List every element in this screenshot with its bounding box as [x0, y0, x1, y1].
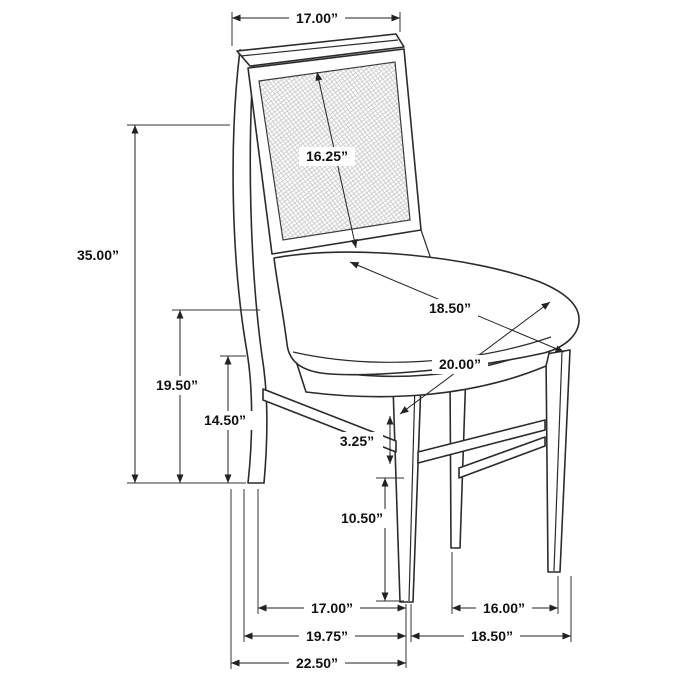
chair-top-rail — [236, 33, 405, 67]
dim-top-width: 17.00” — [231, 9, 401, 46]
dim-label-feet-depth-mid: 19.75” — [306, 628, 348, 644]
dim-label-stretcher-thickness: 3.25” — [340, 433, 374, 449]
dim-label-top-width: 17.00” — [296, 10, 338, 26]
dim-label-leg-height: 10.50” — [341, 510, 383, 526]
dim-overall-height: 35.00” — [70, 124, 246, 484]
dim-stretcher-thickness: 3.25” — [331, 416, 394, 464]
dim-label-feet-width-inner: 16.00” — [483, 600, 525, 616]
dim-back-panel-height: 16.25” — [299, 71, 358, 249]
dim-label-seat-width: 20.00” — [439, 356, 481, 372]
chair-back-post — [232, 49, 268, 484]
dim-mid-height: 14.50” — [197, 355, 254, 483]
chair-front-left-leg — [392, 381, 422, 603]
dim-label-feet-depth-inner: 17.00” — [311, 600, 353, 616]
dim-feet-depth-inner: 17.00” — [258, 599, 406, 618]
dim-overall-depth: 22.50” — [231, 654, 406, 673]
dim-seat-width: 20.00” — [399, 301, 551, 415]
dim-label-feet-width-outer: 18.50” — [471, 628, 513, 644]
chair-illustration — [232, 33, 580, 603]
chair-front-stretcher — [417, 419, 546, 464]
dim-leg-height: 10.50” — [334, 477, 404, 602]
dim-extension-lines — [230, 489, 572, 669]
dim-feet-depth-mid: 19.75” — [244, 627, 406, 646]
dim-label-back-panel-height: 16.25” — [306, 148, 348, 164]
dim-label-overall-height: 35.00” — [77, 247, 119, 263]
chair-back-right-leg — [449, 369, 467, 549]
dim-feet-width-outer: 18.50” — [411, 627, 571, 646]
dim-feet-width-inner: 16.00” — [452, 599, 558, 618]
dim-label-back-height: 19.50” — [156, 377, 198, 393]
dim-label-overall-depth: 22.50” — [296, 655, 338, 671]
chair-right-stretcher — [458, 436, 546, 479]
dim-label-seat-depth: 18.50” — [429, 300, 471, 316]
dim-label-mid-height: 14.50” — [204, 412, 246, 428]
dim-back-height: 19.50” — [149, 309, 260, 483]
